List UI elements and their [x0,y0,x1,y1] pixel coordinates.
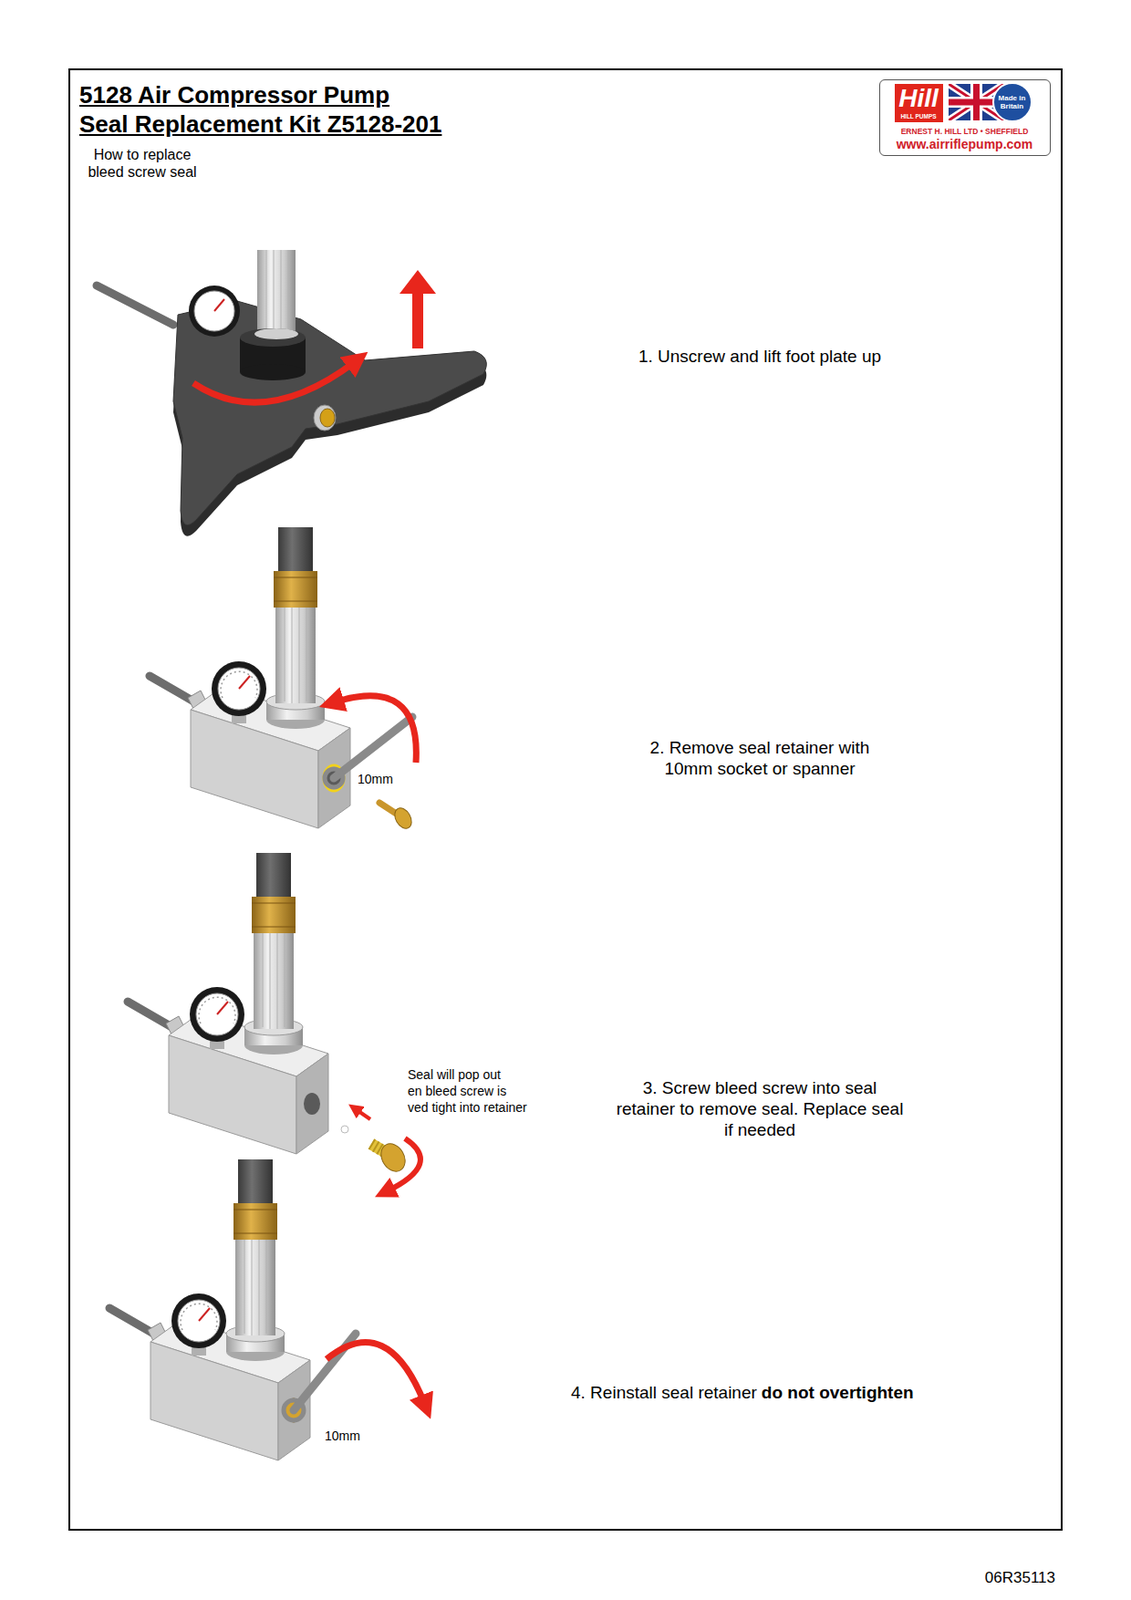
page-title: 5128 Air Compressor Pump [79,80,390,110]
step-1-illustration [96,249,487,537]
document-number: 06R35113 [985,1568,1056,1588]
logo-box: HillHILL PUMPS Made in BritainERNEST H. H… [879,79,1051,156]
bleed-screw-head [391,805,416,832]
foot-nut-top [239,328,306,347]
pump-manifold [127,852,329,1154]
spanner-socket [283,1400,304,1421]
rotate-arrow [333,695,416,763]
spanner-socket [324,768,343,788]
rotate-arrow [386,1138,421,1192]
step-4-illustration [109,1159,426,1461]
seal-arrow [355,1109,371,1120]
rotate-arrow [193,361,356,403]
gauge-needle [214,299,225,312]
step-2-illustration [149,527,416,831]
page-subtitle: Seal Replacement Kit Z5128-201 [79,109,442,139]
seal [341,1125,349,1133]
logo-brand: Hill [894,83,944,114]
lift-arrow [399,269,436,349]
gauge-face [194,290,235,332]
callout-note: ved tight into retainer [407,1099,528,1116]
step-text: 1. Unscrew and lift foot plate up [568,345,952,368]
made-in-britain-badge [993,83,1032,122]
logo-subbrand: HILL PUMPS [894,113,944,121]
callout-note: en bleed screw is [407,1082,507,1100]
company-name: ERNEST H. HILL LTD • SHEFFIELD [879,126,1051,136]
step-text: 3. Screw bleed screw into seal retainer … [613,1077,906,1141]
pump-manifold [109,1159,311,1461]
tube-ring [254,328,299,340]
step-3-illustration [127,852,421,1192]
gauge-bezel [188,285,240,337]
spanner-handle [333,716,413,779]
page-frame [69,69,1062,1530]
callout-note: Seal will pop out [407,1066,501,1083]
bleed-boss [313,404,336,431]
rotate-arrow [326,1342,426,1405]
air-hose [96,285,174,325]
section-note: How to replace bleed screw seal [78,145,207,181]
tube-flutes [266,249,289,336]
website-url: www.airriflepump.com [879,136,1051,153]
seal-retainer [376,1139,411,1176]
badge-text: Made in Britain [994,93,1031,111]
step-text: 4. Reinstall seal retainer [570,1381,758,1404]
dimension-label: 10mm [324,1428,361,1444]
bleed-screw [320,408,335,427]
foot-nut-base [239,363,306,381]
logo-art [894,83,1032,123]
logo-red-block [894,83,944,123]
warning-text: do not overtighten [761,1381,914,1404]
pump-manifold [149,527,351,829]
pump-tube [257,249,296,338]
step-text: 2. Remove seal retainer with 10mm socket… [636,736,883,779]
dimension-label: 10mm [357,771,394,788]
